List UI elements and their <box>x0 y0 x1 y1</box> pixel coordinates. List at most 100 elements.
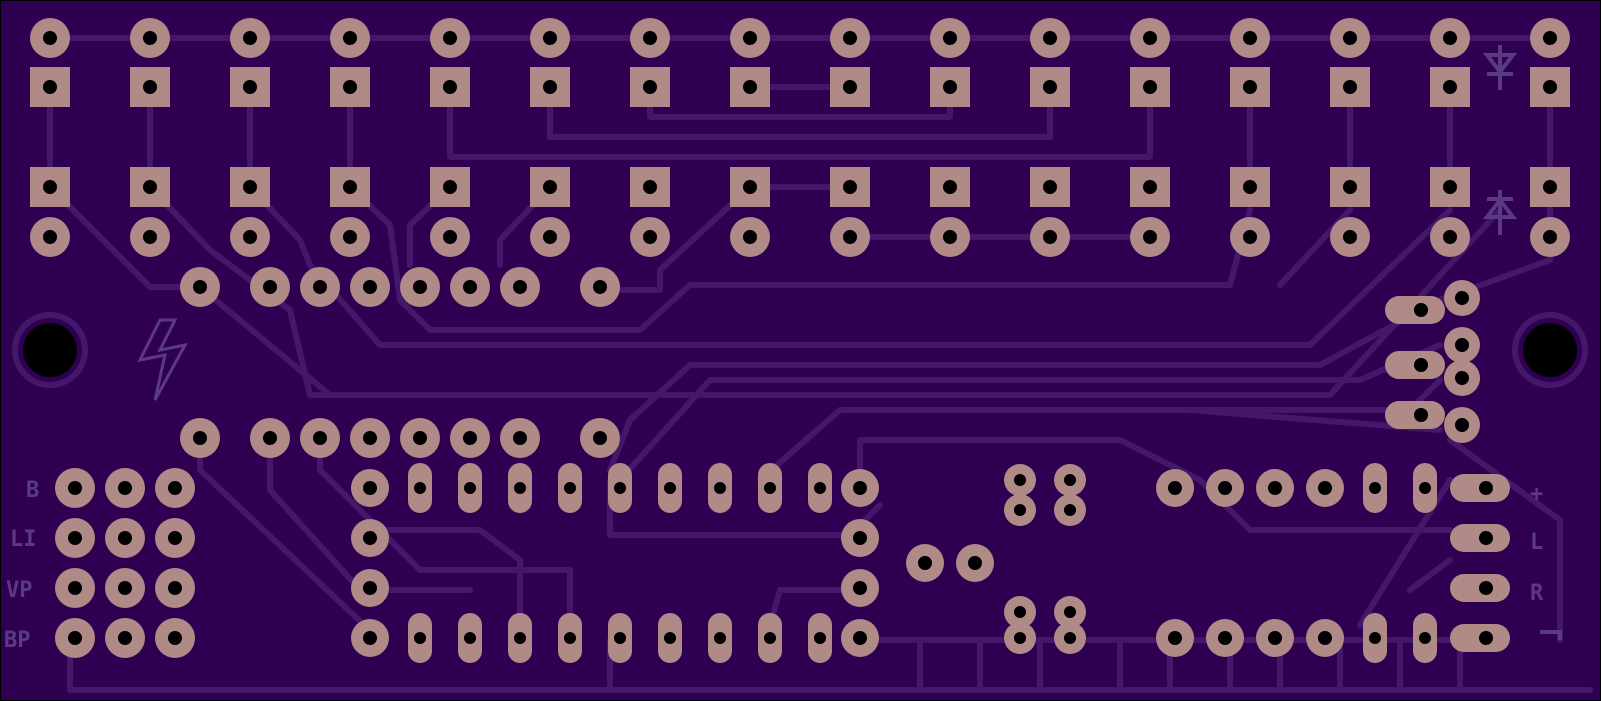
round-pad <box>1530 217 1570 257</box>
round-pad <box>55 468 95 508</box>
round-pad <box>841 469 879 507</box>
round-pad <box>450 418 490 458</box>
round-pad <box>580 267 620 307</box>
oval-pad <box>608 613 632 663</box>
round-pad <box>1054 464 1086 496</box>
square-pad <box>930 67 970 107</box>
round-pad <box>155 518 195 558</box>
trace <box>597 184 753 293</box>
square-pad <box>230 67 270 107</box>
oval-pad <box>758 463 782 513</box>
round-pad <box>1444 280 1480 316</box>
round-pad <box>1530 18 1570 58</box>
round-pad <box>530 217 570 257</box>
oval-pad <box>608 463 632 513</box>
oval-pad <box>658 463 682 513</box>
round-pad <box>1306 619 1344 657</box>
round-pad <box>105 468 145 508</box>
round-pad <box>1256 619 1294 657</box>
square-pad <box>1330 67 1370 107</box>
label-vp: VP <box>6 578 33 603</box>
round-pad <box>1256 469 1294 507</box>
square-pad <box>430 67 470 107</box>
round-pad <box>580 418 620 458</box>
round-pad <box>30 217 70 257</box>
trace <box>247 184 1453 348</box>
square-pad <box>1330 167 1370 207</box>
round-pad <box>155 568 195 608</box>
square-pad <box>30 167 70 207</box>
oval-pad <box>558 613 582 663</box>
round-pad <box>1430 217 1470 257</box>
oval-pad <box>1413 613 1437 663</box>
oval-pad <box>558 463 582 513</box>
oval-pad <box>1450 574 1510 602</box>
oval-pad <box>1413 463 1437 513</box>
trace <box>547 84 1053 140</box>
round-pad <box>105 568 145 608</box>
oval-pad <box>708 613 732 663</box>
trace <box>197 284 333 398</box>
oval-pad <box>1363 463 1387 513</box>
oval-pad <box>758 613 782 663</box>
label-plus: + <box>1530 482 1543 507</box>
oval-pad <box>1385 401 1445 429</box>
trace <box>347 184 1253 333</box>
square-pad <box>1130 167 1170 207</box>
round-pad <box>350 418 390 458</box>
round-pad <box>730 18 770 58</box>
round-pad <box>55 518 95 558</box>
mounting-hole <box>1512 312 1588 388</box>
round-pad <box>230 18 270 58</box>
round-pad <box>1054 494 1086 526</box>
square-pad <box>1030 167 1070 207</box>
square-pad <box>1230 167 1270 207</box>
oval-pad <box>658 613 682 663</box>
round-pad <box>1430 18 1470 58</box>
round-pad <box>1004 622 1036 654</box>
trace <box>447 84 1153 160</box>
round-pad <box>130 18 170 58</box>
square-pad <box>30 67 70 107</box>
oval-pad <box>1385 296 1445 324</box>
round-pad <box>1330 18 1370 58</box>
round-pad <box>400 418 440 458</box>
round-pad <box>55 568 95 608</box>
square-pad <box>330 67 370 107</box>
round-pad <box>841 619 879 657</box>
square-pad <box>630 167 670 207</box>
round-pad <box>630 18 670 58</box>
square-pad <box>1130 67 1170 107</box>
round-pad <box>1444 360 1480 396</box>
round-pad <box>351 619 389 657</box>
square-pad <box>1530 67 1570 107</box>
oval-pad <box>1363 613 1387 663</box>
round-pad <box>1054 596 1086 628</box>
round-pad <box>55 618 95 658</box>
label-l: L <box>1530 530 1543 555</box>
round-pad <box>130 217 170 257</box>
trace <box>857 437 1453 533</box>
square-pad <box>130 167 170 207</box>
square-pad <box>730 167 770 207</box>
oval-pad <box>708 463 732 513</box>
round-pad <box>155 618 195 658</box>
round-pad <box>300 418 340 458</box>
round-pad <box>500 418 540 458</box>
trace <box>1437 184 1553 303</box>
round-pad <box>830 18 870 58</box>
round-pad <box>1004 596 1036 628</box>
round-pad <box>330 18 370 58</box>
round-pad <box>1054 622 1086 654</box>
oval-pad <box>508 613 532 663</box>
round-pad <box>830 217 870 257</box>
round-pad <box>350 267 390 307</box>
pads <box>12 18 1588 663</box>
round-pad <box>250 267 290 307</box>
round-pad <box>1004 494 1036 526</box>
round-pad <box>155 468 195 508</box>
label-r: R <box>1530 581 1544 606</box>
square-pad <box>830 67 870 107</box>
round-pad <box>450 267 490 307</box>
round-pad <box>930 18 970 58</box>
